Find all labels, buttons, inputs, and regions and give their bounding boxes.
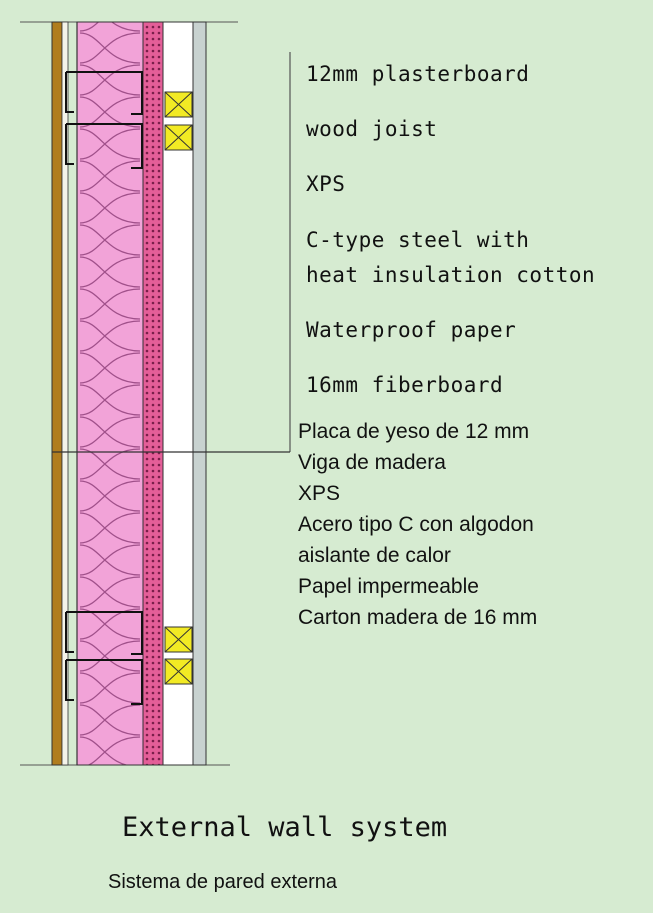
- label-es-xps: XPS: [298, 482, 341, 505]
- wood-joist-bottom-2: [164, 658, 193, 685]
- label-es-wood-joist: Viga de madera: [298, 451, 446, 474]
- steel-stud-top-2: [65, 123, 143, 169]
- label-en-insulation-cotton: heat insulation cotton: [306, 263, 596, 287]
- label-en-xps: XPS: [306, 172, 346, 196]
- wood-joist-bottom-1: [164, 626, 193, 653]
- steel-stud-top-1: [65, 71, 143, 115]
- insulation-layer: [76, 21, 144, 766]
- label-es-waterproof-paper: Papel impermeable: [298, 575, 479, 598]
- label-en-c-steel: C-type steel with: [306, 228, 530, 252]
- wood-joist-top-1: [164, 91, 193, 118]
- fiberboard-layer: [51, 21, 63, 766]
- label-en-wood-joist: wood joist: [306, 117, 438, 141]
- label-es-insulation: aislante de calor: [298, 544, 451, 567]
- label-es-c-steel: Acero tipo C con algodon: [298, 513, 534, 536]
- label-en-waterproof-paper: Waterproof paper: [306, 318, 517, 342]
- label-en-plasterboard: 12mm plasterboard: [306, 62, 530, 86]
- label-en-fiberboard: 16mm fiberboard: [306, 373, 504, 397]
- plasterboard-layer: [192, 21, 207, 766]
- diagram-title-en: External wall system: [122, 812, 448, 843]
- steel-stud-bottom-1: [65, 611, 143, 655]
- diagram-title-es: Sistema de pared externa: [108, 871, 338, 893]
- xps-layer: [142, 21, 164, 766]
- label-es-plasterboard: Placa de yeso de 12 mm: [298, 420, 530, 443]
- waterproof-paper-layer: [61, 21, 69, 766]
- steel-stud-bottom-2: [65, 659, 143, 705]
- label-es-fiberboard: Carton madera de 16 mm: [298, 606, 538, 629]
- wood-joist-top-2: [164, 124, 193, 151]
